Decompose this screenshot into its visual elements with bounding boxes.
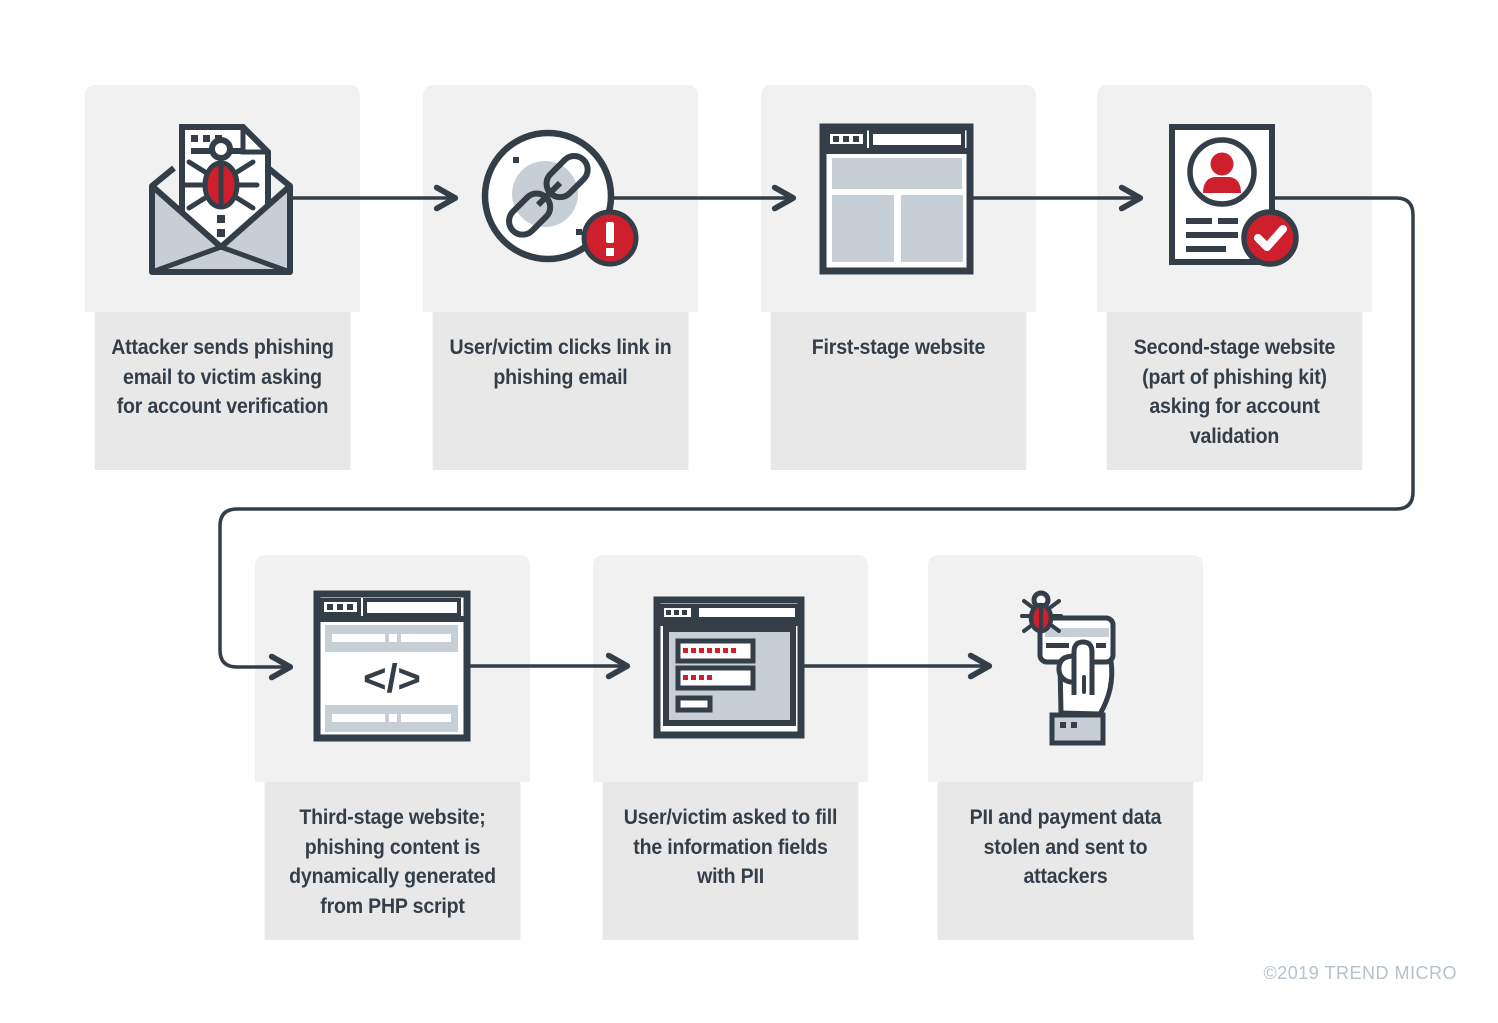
step-3-caption: First-stage website xyxy=(770,312,1027,470)
step-card-4: Second-stage website (part of phishing k… xyxy=(1097,85,1372,470)
step-5-caption: Third-stage website; phishing content is… xyxy=(264,782,521,940)
step-7-icon-area xyxy=(928,555,1203,782)
malicious-link-icon xyxy=(481,129,639,267)
step-4-caption: Second-stage website (part of phishing k… xyxy=(1106,312,1363,470)
step-card-2: User/victim clicks link in phishing emai… xyxy=(423,85,698,470)
browser-layout-icon xyxy=(819,123,974,275)
step-1-caption: Attacker sends phishing email to victim … xyxy=(94,312,351,470)
step-6-icon-area xyxy=(593,555,868,782)
step-5-icon-area: </> xyxy=(255,555,530,782)
step-6-caption: User/victim asked to fill the informatio… xyxy=(602,782,859,940)
code-glyph: </> xyxy=(363,657,421,701)
browser-code-icon: </> xyxy=(313,590,471,742)
id-document-check-icon xyxy=(1169,124,1299,267)
step-4-icon-area xyxy=(1097,85,1372,312)
browser-form-icon xyxy=(653,596,805,739)
step-2-icon-area xyxy=(423,85,698,312)
step-card-7: PII and payment data stolen and sent to … xyxy=(928,555,1203,940)
step-card-1: Attacker sends phishing email to victim … xyxy=(85,85,360,470)
step-1-icon-area xyxy=(85,85,360,312)
hand-card-bug-icon xyxy=(1020,590,1116,746)
step-7-caption: PII and payment data stolen and sent to … xyxy=(937,782,1194,940)
copyright-text: ©2019 TREND MICRO xyxy=(1263,963,1457,983)
step-3-icon-area xyxy=(761,85,1036,312)
step-card-5: </> Third-stage website; phishing conten… xyxy=(255,555,530,940)
step-card-6: User/victim asked to fill the informatio… xyxy=(593,555,868,940)
step-card-3: First-stage website xyxy=(761,85,1036,470)
step-2-caption: User/victim clicks link in phishing emai… xyxy=(432,312,689,470)
phishing-email-icon xyxy=(149,124,293,275)
